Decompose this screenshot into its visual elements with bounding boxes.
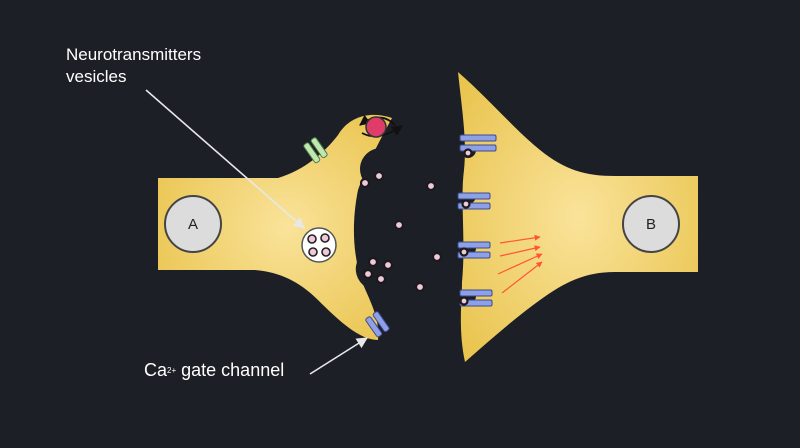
vesicles-label-line2: vesicles <box>66 67 127 86</box>
calcium-symbol: Ca <box>144 360 168 380</box>
calcium-channel-label: Ca2+ gate channel <box>144 360 284 381</box>
cell-body-b <box>622 195 680 253</box>
vesicle-pointer-line <box>145 89 305 229</box>
calcium-charge: 2+ <box>167 366 177 375</box>
presynaptic-neuron <box>158 114 392 340</box>
green-channel <box>303 137 328 164</box>
cell-body-a <box>164 195 222 253</box>
calcium-ion <box>359 114 403 138</box>
neurotransmitter-vesicle <box>301 227 337 263</box>
vesicles-label: Neurotransmitters vesicles <box>66 44 201 88</box>
cell-label-b: B <box>646 216 656 233</box>
calcium-channel-text: gate channel <box>176 360 285 380</box>
receptor <box>459 134 497 152</box>
calcium-gate-channel <box>365 311 390 338</box>
presynaptic-pocket-lower <box>355 247 380 290</box>
vesicles-label-line1: Neurotransmitters <box>66 45 202 64</box>
channel-pointer-line <box>309 337 368 375</box>
released-neurotransmitters <box>359 148 473 306</box>
postsynaptic-neuron <box>458 72 698 362</box>
signal-arrows <box>497 234 543 294</box>
cell-label-a: A <box>188 216 198 233</box>
receptor <box>457 241 491 259</box>
